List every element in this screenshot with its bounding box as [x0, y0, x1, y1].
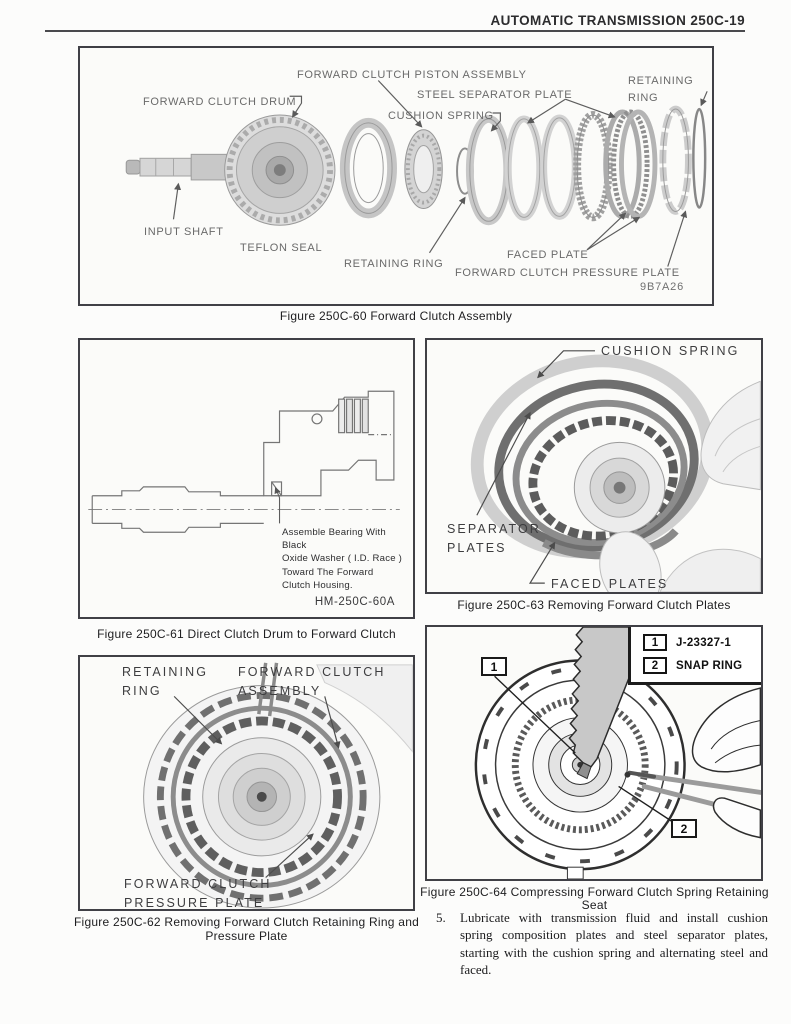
- label-cushion-spring: CUSHION SPRING: [601, 344, 740, 358]
- teflon-seal-drawing: [339, 117, 397, 219]
- piston-assembly-drawing: [404, 129, 443, 209]
- step-5: 5. Lubricate with transmission fluid and…: [436, 909, 768, 978]
- assembly-note: Assemble Bearing With Black Oxide Washer…: [282, 526, 412, 592]
- step-number: 5.: [436, 910, 446, 925]
- label-forward-clutch-assembly-1: FORWARD CLUTCH: [238, 665, 386, 679]
- label-pressure-plate-2: PRESSURE PLATE: [124, 896, 265, 910]
- tool-legend: 1 J-23327-1 2 SNAP RING: [628, 627, 761, 685]
- spring-compressor-drawing: [474, 627, 761, 879]
- figure-250c64: 1 J-23327-1 2 SNAP RING 1 2: [425, 625, 763, 881]
- header-rule: [45, 30, 745, 32]
- note-line: Clutch Housing.: [282, 579, 353, 591]
- legend-row-2: 2 SNAP RING: [643, 657, 761, 674]
- hands: [599, 380, 761, 592]
- figure-250c60: FORWARD CLUTCH PISTON ASSEMBLY STEEL SEP…: [78, 46, 714, 306]
- caption-fig62-line2: Pressure Plate: [205, 929, 288, 943]
- caption-fig61: Figure 250C-61 Direct Clutch Drum to For…: [97, 627, 396, 641]
- label-retaining-ring-top-2: RING: [628, 92, 659, 104]
- clutch-top-view-drawing: [143, 662, 413, 909]
- legend-num-1: 1: [643, 634, 667, 651]
- caption-fig64-line2: Seat: [581, 898, 608, 912]
- figure-250c62: RETAINING RING FORWARD CLUTCH ASSEMBLY F…: [78, 655, 415, 911]
- cross-section-drawing: [88, 390, 400, 533]
- label-separator-plates-2: PLATES: [447, 541, 507, 555]
- pliers-tips: [257, 662, 279, 717]
- clutch-plates-photo-drawing: [470, 350, 761, 592]
- plate-stack-drawing: [603, 109, 658, 219]
- callout-leaders: [494, 675, 677, 825]
- caption-fig64-line1: Figure 250C-64 Compressing Forward Clutc…: [420, 885, 769, 899]
- label-cushion-spring: CUSHION SPRING: [388, 110, 494, 122]
- housing-profile: [263, 390, 395, 497]
- retaining-ring-large-drawing: [692, 107, 707, 209]
- drawing-code-9b7a26: 9B7A26: [640, 281, 684, 293]
- separator-plates-drawing: [504, 114, 579, 221]
- legend-num-2: 2: [643, 657, 667, 674]
- page-header: AUTOMATIC TRANSMISSION 250C-19: [490, 13, 745, 28]
- cushion-spring-drawing: [465, 114, 512, 226]
- label-teflon-seal: TEFLON SEAL: [240, 242, 323, 254]
- legend-label-j23327: J-23327-1: [676, 636, 732, 649]
- leader-lines: [172, 80, 708, 267]
- note-line: Oxide Washer ( I.D. Race ): [282, 553, 402, 565]
- callout-1: 1: [481, 657, 507, 676]
- label-separator-plates-1: SEPARATOR: [447, 522, 541, 536]
- label-forward-clutch-drum: FORWARD CLUTCH DRUM: [143, 96, 297, 108]
- clutch-drum-drawing: [224, 114, 336, 226]
- note-leader: [274, 486, 281, 524]
- drawing-code-hm250c60a: HM-250C-60A: [314, 596, 395, 608]
- input-shaft-drawing: [125, 153, 228, 181]
- label-faced-plates: FACED PLATES: [551, 577, 669, 591]
- callout-2: 2: [671, 819, 697, 838]
- label-forward-clutch-assembly-2: ASSEMBLY: [238, 684, 322, 698]
- leader-lines: [173, 695, 341, 878]
- label-piston-assembly: FORWARD CLUTCH PISTON ASSEMBLY: [297, 69, 527, 81]
- label-input-shaft: INPUT SHAFT: [144, 226, 224, 238]
- tool-tip: [576, 762, 592, 780]
- hand-shadow: [316, 664, 413, 753]
- caption-fig63: Figure 250C-63 Removing Forward Clutch P…: [457, 598, 731, 612]
- forward-clutch-exploded-drawing: [125, 80, 708, 267]
- note-line: Toward The Forward: [282, 566, 374, 578]
- label-steel-separator-plate: STEEL SEPARATOR PLATE: [417, 89, 573, 101]
- hand-line-art: [691, 687, 761, 839]
- figure-250c63: CUSHION SPRING SEPARATOR PLATES FACED PL…: [425, 338, 763, 594]
- label-retaining-ring-bottom: RETAINING RING: [344, 258, 444, 270]
- label-pressure-plate-1: FORWARD CLUTCH: [124, 877, 272, 891]
- label-pressure-plate: FORWARD CLUTCH PRESSURE PLATE: [455, 267, 680, 279]
- label-retaining-ring-2: RING: [122, 684, 162, 698]
- label-faced-plate: FACED PLATE: [507, 249, 589, 261]
- legend-label-snap-ring: SNAP RING: [676, 659, 743, 672]
- step-text: Lubricate with transmission fluid and in…: [460, 910, 768, 977]
- shaft-profile: [91, 486, 264, 533]
- label-retaining-ring-1: RETAINING: [122, 665, 209, 679]
- label-retaining-ring-top-1: RETAINING: [628, 75, 694, 87]
- leader-lines: [476, 350, 595, 584]
- pressure-plate-drawing: [659, 105, 692, 215]
- legend-row-1: 1 J-23327-1: [643, 634, 761, 651]
- faced-plate-drawing: [573, 111, 613, 222]
- caption-fig62-line1: Figure 250C-62 Removing Forward Clutch R…: [73, 915, 420, 929]
- caption-fig60: Figure 250C-60 Forward Clutch Assembly: [279, 309, 513, 323]
- note-line: Assemble Bearing With Black: [282, 527, 386, 552]
- hub: [573, 441, 666, 534]
- figure-250c61: Assemble Bearing With Black Oxide Washer…: [78, 338, 415, 619]
